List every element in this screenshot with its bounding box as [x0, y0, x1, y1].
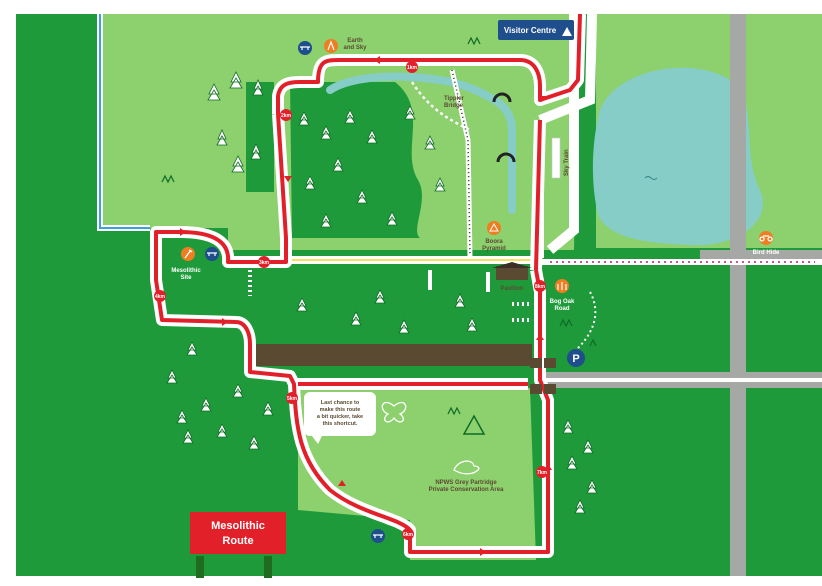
svg-text:Bird Hide: Bird Hide [753, 250, 780, 256]
poi-mesolithic-site[interactable]: Mesolithic Site [171, 247, 201, 281]
road-east-west-2 [700, 250, 822, 260]
road-north-south [730, 14, 746, 576]
route [150, 13, 586, 558]
km-marker-3: 3km [258, 256, 270, 268]
svg-text:Pyramid: Pyramid [482, 246, 506, 252]
poi-tippler-bridge: Tippler Bridge [444, 96, 465, 109]
oak-roots-icon [557, 282, 567, 290]
km-marker-4: 4km [154, 290, 166, 302]
lake [592, 67, 763, 246]
bridge-arch-2 [496, 152, 516, 163]
km-marker-8: 8km [534, 280, 546, 292]
white-margin-left [0, 0, 16, 586]
lake-ripple [644, 175, 658, 181]
partridge-icon [453, 460, 480, 475]
svg-text:Pavilion: Pavilion [500, 286, 523, 292]
svg-text:and Sky: and Sky [343, 45, 367, 51]
svg-text:1km: 1km [407, 65, 418, 71]
axe-icon [184, 249, 193, 259]
white-margin-bottom [0, 576, 822, 586]
poi-bog-oak-road[interactable]: Bog Oak Road [550, 279, 575, 312]
picnic-south[interactable] [371, 529, 385, 543]
path-dotted-parking [577, 291, 597, 349]
gates [530, 358, 556, 394]
bridge-arch-1 [492, 92, 512, 103]
km-markers: 1km 2km 3km 4km 5km 6km 7km 8km [154, 61, 548, 540]
forest-strip-west [246, 82, 274, 192]
svg-text:7km: 7km [537, 470, 548, 476]
trees [166, 71, 598, 514]
picnic-west[interactable] [205, 247, 219, 261]
picnic-table-icon [300, 46, 310, 50]
bog-strip [250, 344, 532, 366]
km-marker-6: 6km [402, 528, 414, 540]
svg-text:Bog Oak: Bog Oak [550, 299, 575, 305]
svg-text:6km: 6km [403, 532, 414, 538]
white-margin-top [0, 0, 822, 14]
route-title-sign: Mesolithic Route [190, 512, 286, 578]
binoculars-icon [759, 235, 773, 242]
svg-text:Bridge: Bridge [444, 103, 464, 109]
svg-text:Tippler: Tippler [444, 96, 465, 102]
page-title: Mesolithic [211, 520, 265, 532]
path-pyramid [449, 69, 473, 259]
grass-tufts [161, 36, 597, 416]
svg-text:5km: 5km [287, 396, 298, 402]
svg-text:3km: 3km [259, 260, 270, 266]
poi-sky-train: Sky Train [551, 137, 570, 179]
poi-bird-hide[interactable]: Bird Hide [753, 231, 780, 256]
shortcut-note: Last chance to make this route a bit qui… [304, 392, 376, 444]
path-blue-line [99, 14, 150, 229]
svg-text:Private Conservation Area: Private Conservation Area [429, 487, 504, 493]
km-marker-2: 2km [280, 109, 292, 121]
svg-text:Visitor Centre: Visitor Centre [504, 26, 557, 35]
svg-text:P: P [572, 353, 579, 365]
picnic-table-icon [373, 534, 383, 538]
npws-label: NPWS Grey Partridge Private Conservation… [429, 480, 504, 493]
stream [326, 72, 516, 214]
visitor-centre-sign[interactable]: Visitor Centre [498, 20, 574, 40]
svg-text:2km: 2km [281, 113, 292, 119]
poi-pavilion[interactable]: Pavilion [492, 262, 532, 292]
svg-text:Boora: Boora [485, 239, 503, 245]
path-white-tippler [410, 81, 471, 132]
parking[interactable]: P [567, 349, 585, 367]
sundial-icon [327, 40, 335, 51]
svg-text:Mesolithic: Mesolithic [171, 268, 201, 274]
pyramid-icon [489, 222, 499, 232]
poi-boora-pyramid[interactable]: Boora Pyramid [482, 221, 506, 252]
poi-earth-and-sky[interactable]: Earth and Sky [324, 38, 367, 53]
svg-text:Site: Site [180, 275, 192, 281]
grass-mound [462, 414, 486, 435]
svg-text:make this route: make this route [320, 407, 361, 413]
svg-text:Last chance to: Last chance to [321, 400, 360, 406]
forest-north-edge [395, 82, 460, 238]
svg-text:Road: Road [555, 306, 570, 312]
meadow-west [16, 14, 96, 228]
svg-text:Sky Train: Sky Train [564, 149, 570, 176]
svg-text:Route: Route [222, 535, 253, 547]
svg-text:4km: 4km [155, 294, 166, 300]
km-marker-7: 7km [536, 466, 548, 478]
svg-text:a bit quicker, take: a bit quicker, take [317, 414, 363, 420]
km-marker-1: 1km [406, 61, 418, 73]
path-spur-4 [512, 302, 532, 322]
path-white-north-road-2 [538, 13, 597, 125]
picnic-north[interactable] [298, 41, 312, 55]
pavilion-icon [492, 262, 532, 268]
svg-text:NPWS Grey Partridge: NPWS Grey Partridge [435, 480, 497, 486]
butterfly-icon [381, 401, 407, 423]
picnic-table-icon [207, 252, 217, 256]
svg-text:8km: 8km [535, 284, 546, 290]
triangle-icon [562, 27, 572, 36]
svg-text:this shortcut.: this shortcut. [323, 421, 358, 427]
km-marker-5: 5km [286, 392, 298, 404]
svg-text:Earth: Earth [347, 38, 363, 44]
